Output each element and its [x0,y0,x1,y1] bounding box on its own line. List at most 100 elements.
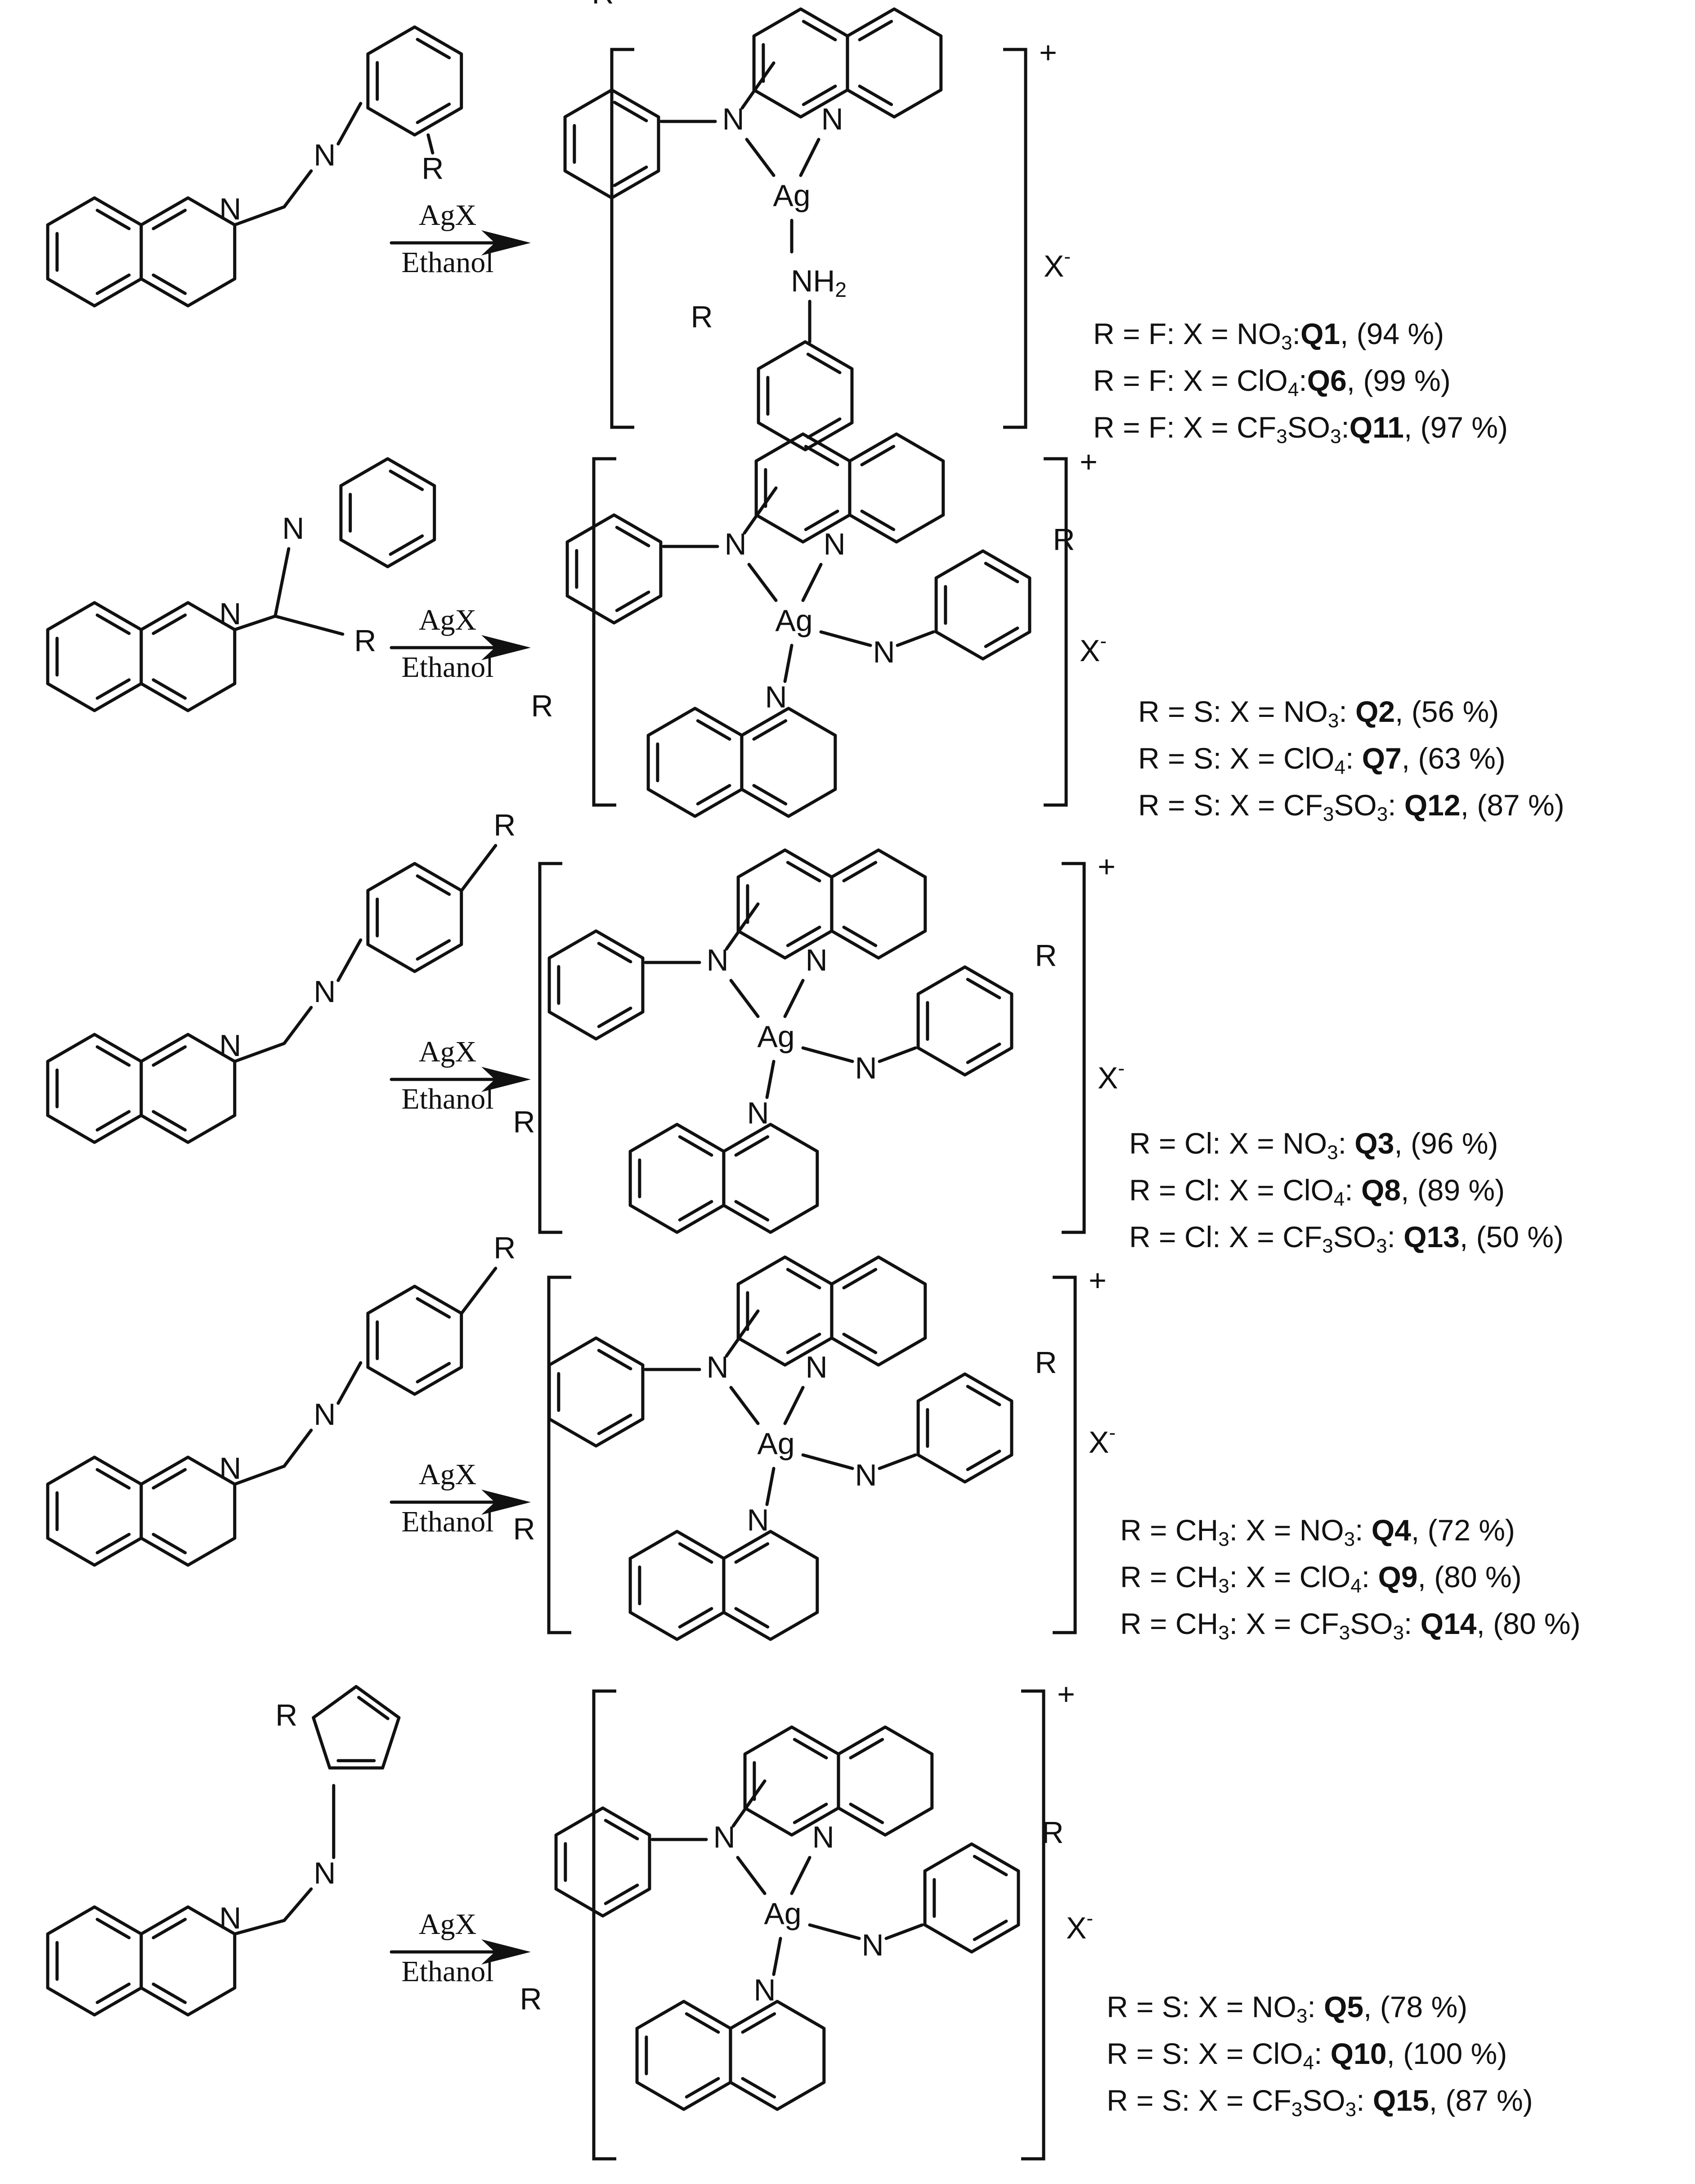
condition-text: 3 [1344,1528,1355,1550]
double-bond [786,1333,821,1354]
anion-charge: - [1109,1422,1116,1444]
double-bond [416,103,451,124]
double-bond [615,526,650,547]
condition-line: R = CH3: X = NO3: Q4, (72 %) [1120,1507,1580,1553]
double-bond [806,417,842,439]
product-quinoline-lower [635,2000,732,2111]
product-quinoline-n: N [805,1350,827,1384]
counter-anion: X- [1089,1422,1116,1459]
condition-text: 3 [1281,332,1292,354]
bond [426,133,435,155]
condition-line: R = F: X = ClO4:Q6, (99 %) [1093,357,1508,404]
anion-symbol: X [1080,634,1100,668]
conditions-block: R = CH3: X = NO3: Q4, (72 %)R = CH3: X =… [1120,1507,1580,1647]
double-bond [152,613,187,635]
bond [725,902,760,951]
yield-value: , (80 %) [1476,1607,1581,1640]
double-bond [741,2012,776,2034]
bond [233,1042,286,1063]
complex-code: Q8 [1361,1173,1401,1207]
condition-text: R = CH [1120,1513,1219,1547]
condition-text: 3 [1218,1622,1229,1644]
condition-text: SO [1287,411,1330,444]
ligand-quinoline [46,1455,143,1567]
product-imine-n: N [873,635,895,669]
bond [282,1428,313,1468]
bond [336,102,363,146]
product-imine-n: N [855,1051,877,1085]
condition-text: 3 [1339,1622,1350,1644]
quinoline-pyridine-ring [729,2000,826,2111]
complex-code: Q13 [1404,1220,1460,1253]
bond-lines [46,7,1031,2111]
double-bond [152,1045,187,1067]
coordination-bond [747,563,778,602]
anion-charge: - [1100,630,1107,652]
silver-center: Ag [764,1897,801,1931]
anion-symbol: X [1066,1911,1086,1945]
yield-value: , (72 %) [1411,1513,1515,1547]
double-bond [416,1297,451,1319]
ligand-r-label: R [275,1698,297,1732]
product-quinoline-n: N [821,102,843,136]
condition-text: 3 [1345,2099,1357,2121]
condition-text: 4 [1287,379,1299,401]
condition-text: 3 [1323,803,1334,825]
anion-symbol: X [1044,249,1064,283]
condition-text: 4 [1350,1575,1362,1597]
product-r-label: R [531,689,553,723]
double-bond [984,562,1019,583]
right-bracket [1062,862,1086,1234]
condition-text: R = S: X = ClO [1138,742,1335,775]
double-bond [696,719,731,741]
product-quinoline-n: N [805,943,827,977]
product-imine-n: N [713,1820,735,1854]
condition-text: R = Cl: X = ClO [1129,1173,1334,1207]
double-bond [860,510,896,531]
condition-text: : X = CF [1229,1607,1339,1640]
product-imine-n: N [706,943,728,977]
condition-text: : [1307,1990,1324,2023]
reagent-bottom: Ethanol [401,1083,493,1115]
double-bond [152,1533,187,1554]
double-bond [966,978,1001,999]
double-bond [604,1884,639,1905]
amine-nh2: NH2 [791,264,847,301]
coordination-bond [801,1453,854,1470]
double-bond [389,534,424,556]
quinoline-pyridine-ring [848,432,945,544]
double-bond [95,678,131,700]
anion-symbol: X [1098,1061,1118,1095]
coordination-bond [801,563,823,602]
product-quinoline-n: N [753,1973,776,2007]
complex-code: Q11 [1349,411,1404,444]
ligand-thiophene-ring [312,1685,401,1770]
atom-labels: NNRAgXEthanol+AgNNNH2RRX-NNRAgXEthanol+A… [219,0,1125,2016]
double-bond [597,1414,632,1435]
condition-text: : X = NO [1229,1513,1344,1547]
double-bond [416,1362,451,1383]
double-bond [95,613,131,635]
condition-text: 3 [1330,425,1341,448]
product-r-label: R [513,1105,535,1139]
condition-text: : [1387,1220,1404,1253]
right-bracket [1021,1689,1045,2161]
quinoline-pyridine-ring [722,1530,819,1641]
product-quinoline-upper [752,7,849,119]
bond [743,486,778,535]
product-imine-n: N [861,1928,883,1962]
counter-anion: X- [1080,630,1107,668]
arrow-head [481,635,531,660]
ligand-imine-n: N [314,1856,336,1890]
condition-text: : X = ClO [1229,1560,1351,1593]
condition-text: R = CH [1120,1560,1219,1593]
condition-text: 4 [1333,1188,1345,1210]
double-bond [389,470,424,491]
bond [274,547,291,618]
condition-text: 3 [1218,1575,1229,1597]
product-quinoline-upper [736,1255,834,1367]
yield-value: , (87 %) [1429,2084,1533,2117]
product-aryl-ring [923,1842,1020,1954]
yield-value: , (89 %) [1401,1173,1505,1207]
bond [282,169,313,209]
